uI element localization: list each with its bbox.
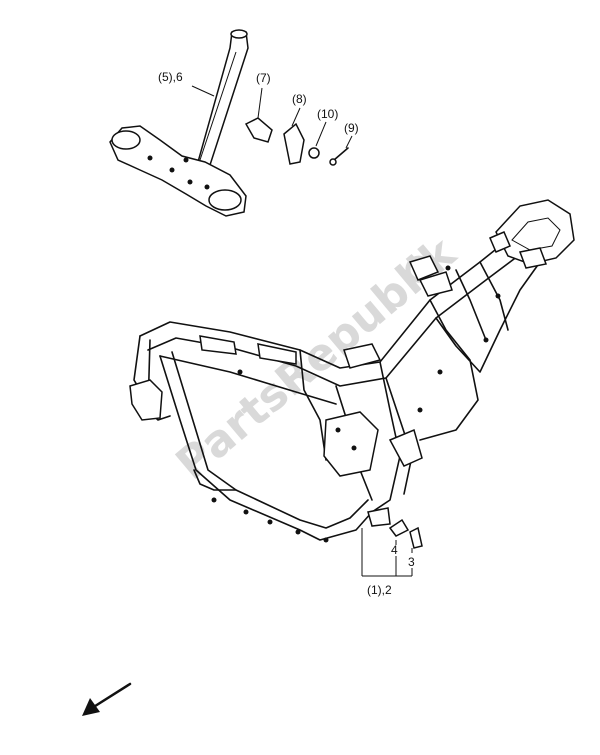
frame-assembly [129,199,575,543]
part-7-bolt [244,87,273,143]
label-part-7: (7) [256,71,271,85]
part-10-nut [308,121,327,159]
part-3-bolt [409,526,423,549]
part-4-washer [388,518,410,537]
part-8-bracket [283,107,305,165]
part-9-screw [329,135,353,166]
arrow-down-left-icon [82,682,132,716]
label-part-8: (8) [292,92,307,106]
label-part-9: (9) [344,121,359,135]
leader-lines [191,85,413,577]
steering-stem-assembly [109,29,249,217]
label-steering-stem: (5),6 [158,70,183,84]
label-frame: (1),2 [367,583,392,597]
label-part-10: (10) [317,107,338,121]
label-part-4: 4 [391,543,398,557]
label-part-3: 3 [408,555,415,569]
